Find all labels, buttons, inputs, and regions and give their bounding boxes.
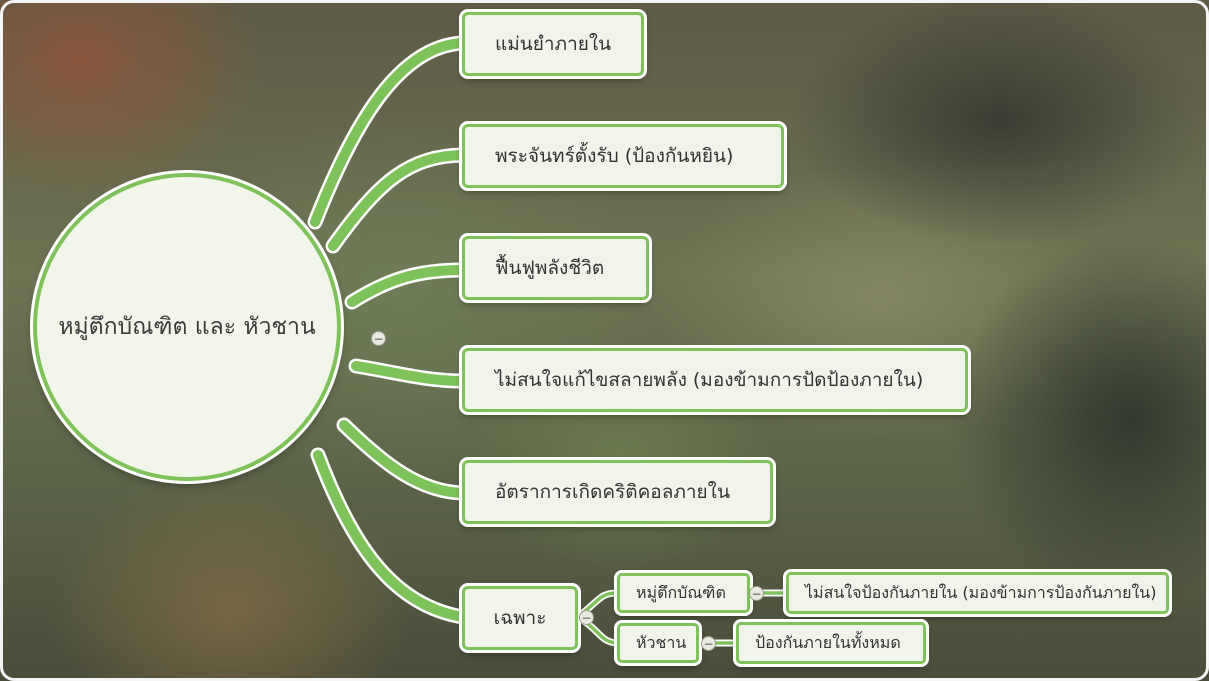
sub-node-scholar-tower[interactable]: หมู่ตึกบัณฑิต [617,573,750,613]
branch-label: ฟื้นฟูพลังชีวิต [495,257,605,279]
branch-label: เฉพาะ [493,607,547,629]
branch-node-moon-defense[interactable]: พระจันทร์ตั้งรับ (ป้องกันหยิน) [462,124,784,188]
collapse-toggle-root[interactable]: − [371,331,386,346]
central-topic[interactable]: หมู่ตึกบัณฑิต และ หัวชาน [33,173,341,481]
branch-node-accuracy[interactable]: แม่นยำภายใน [462,12,644,76]
branch-node-ignore-dispel[interactable]: ไม่สนใจแก้ไขสลายพลัง (มองข้ามการปัดป้องภ… [462,348,968,412]
collapse-toggle-scholar-tower[interactable]: − [749,586,764,601]
branch-node-specific[interactable]: เฉพาะ [462,586,578,650]
central-topic-label: หมู่ตึกบัณฑิต และ หัวชาน [58,314,316,340]
detail-label: ไม่สนใจป้องกันภายใน (มองข้ามการป้องกันภา… [805,582,1157,602]
sub-node-label: หัวชาน [636,632,687,652]
branch-label: พระจันทร์ตั้งรับ (ป้องกันหยิน) [495,145,734,167]
collapse-toggle-huachan[interactable]: − [701,636,716,651]
detail-node-huachan[interactable]: ป้องกันภายในทั้งหมด [736,622,926,664]
sub-node-label: หมู่ตึกบัณฑิต [636,582,726,602]
branch-label: ไม่สนใจแก้ไขสลายพลัง (มองข้ามการปัดป้องภ… [495,369,924,391]
branch-label: อัตราการเกิดคริติคอลภายใน [495,481,730,503]
detail-label: ป้องกันภายในทั้งหมด [755,632,901,652]
sub-node-huachan[interactable]: หัวชาน [617,623,699,663]
branch-label: แม่นยำภายใน [495,33,612,55]
branch-node-crit-rate[interactable]: อัตราการเกิดคริติคอลภายใน [462,460,773,524]
detail-node-scholar-tower[interactable]: ไม่สนใจป้องกันภายใน (มองข้ามการป้องกันภา… [786,572,1169,614]
branch-node-hp-regen[interactable]: ฟื้นฟูพลังชีวิต [462,236,649,300]
collapse-toggle-specific[interactable]: − [579,610,594,625]
